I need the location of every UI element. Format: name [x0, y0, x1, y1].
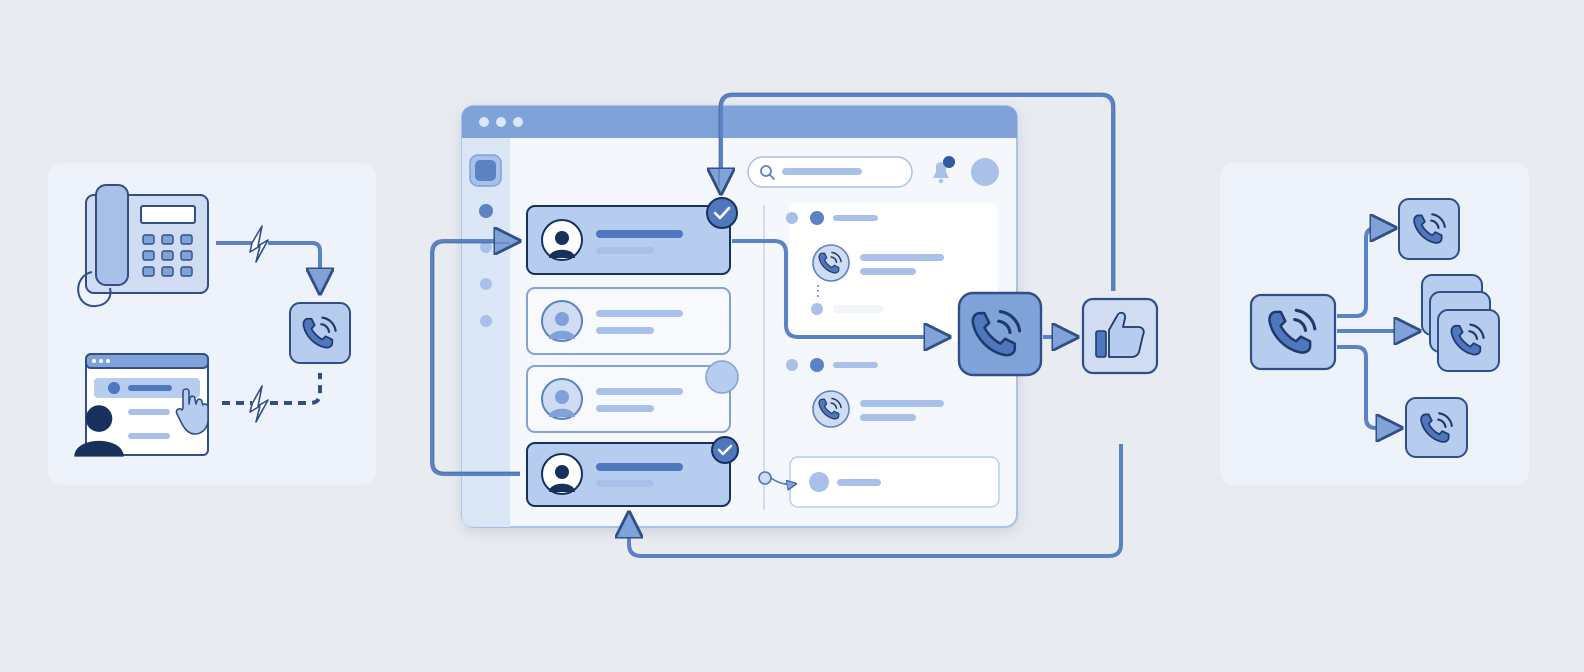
loop-arrow-bottom: [629, 444, 1123, 558]
flow-connectors: [430, 93, 1123, 558]
bell-icon[interactable]: [933, 156, 955, 184]
thumbs-up-icon: [1081, 297, 1159, 375]
sidebar-item-3[interactable]: [480, 278, 492, 290]
contact-card[interactable]: [526, 360, 739, 433]
phone-call-icon: [289, 302, 351, 364]
hand-pointer-icon: [175, 388, 209, 435]
notification-dot: [943, 156, 955, 168]
contact-card[interactable]: [526, 287, 731, 355]
phone-call-icon: [812, 390, 850, 428]
phone-call-icon-large: [957, 291, 1043, 377]
lightning-icon: [249, 225, 269, 263]
contact-card[interactable]: [526, 436, 739, 507]
contact-card[interactable]: [526, 197, 738, 275]
status-dot: [705, 360, 739, 394]
user-icon: [549, 312, 575, 339]
sidebar-item-1[interactable]: [479, 204, 493, 218]
window-dot-3[interactable]: [513, 117, 523, 127]
lightning-icon-2: [249, 385, 269, 423]
distribution-arrows: [1337, 228, 1416, 428]
lightning-connector-top: [216, 225, 320, 290]
phone-call-icon: [1405, 397, 1468, 458]
sidebar-item-4[interactable]: [480, 315, 492, 327]
phone-call-icon-stack: [1421, 274, 1500, 372]
lightning-connector-bottom: [222, 373, 322, 423]
phone-call-icon: [812, 244, 850, 282]
right-panel: [1220, 163, 1529, 485]
call-timeline: [758, 203, 1000, 508]
check-icon: [706, 197, 738, 229]
arrow-to-call: [732, 239, 946, 337]
left-panel: [48, 163, 376, 485]
contact-list: [526, 197, 739, 507]
desk-phone-icon: [77, 184, 209, 308]
search-icon: [760, 165, 775, 180]
flow-connectors-outline: [433, 92, 1116, 473]
app-sidebar: [462, 138, 510, 527]
avatar[interactable]: [971, 158, 999, 186]
user-icon: [549, 390, 575, 417]
loop-arrow-left: [430, 241, 520, 476]
sidebar-app-icon-inner: [475, 160, 496, 181]
loop-arrow-top: [721, 93, 1115, 291]
window-dot-2[interactable]: [496, 117, 506, 127]
window-titlebar: [462, 106, 1017, 138]
phone-call-icon-source: [1249, 293, 1337, 371]
phone-call-icon: [1398, 198, 1460, 260]
check-icon: [711, 436, 739, 464]
sidebar-item-2[interactable]: [480, 241, 492, 253]
window-dot-1[interactable]: [479, 117, 489, 127]
search-placeholder-bar: [782, 168, 862, 175]
browser-window-small: [85, 353, 209, 456]
